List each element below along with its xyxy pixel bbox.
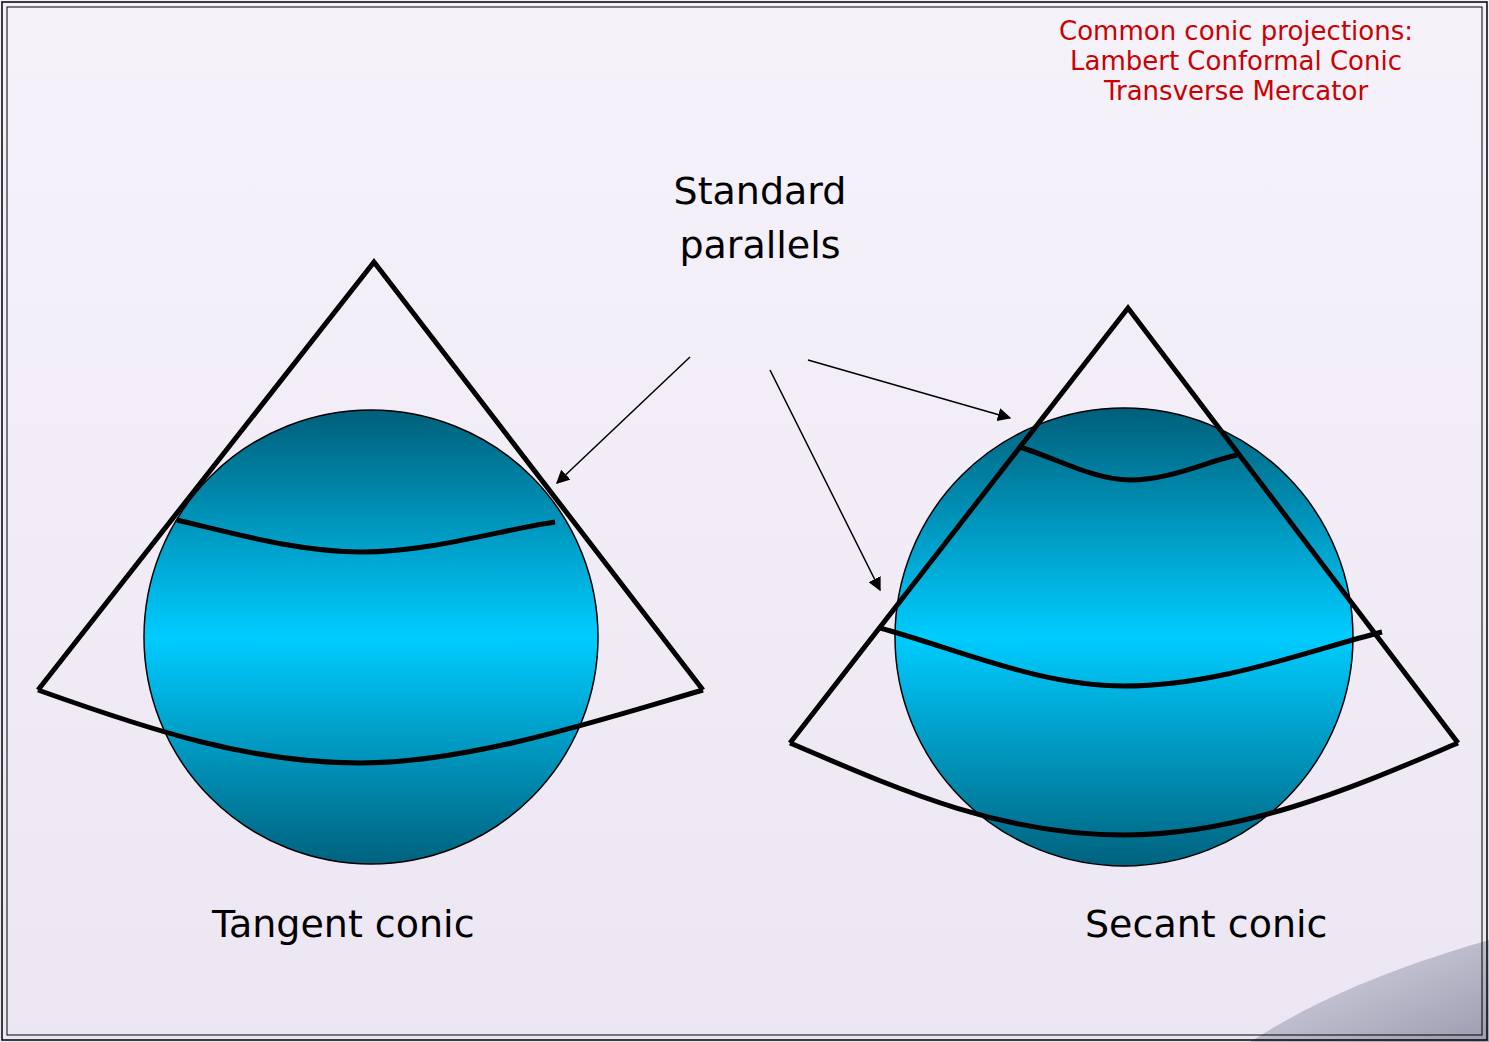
parallel	[1020, 447, 1237, 480]
caption-label: Tangent conic	[212, 897, 475, 951]
note-text: Lambert Conformal Conic	[1070, 46, 1402, 76]
note-text: Common conic projections:	[1059, 16, 1413, 46]
globe	[895, 408, 1353, 866]
callout-label: Standard parallels	[640, 164, 880, 272]
leader-arrow	[557, 357, 690, 483]
caption-label: Secant conic	[1085, 897, 1327, 951]
cone-base	[38, 690, 703, 763]
cone	[38, 262, 703, 690]
cone	[790, 308, 1458, 743]
note-text: Transverse Mercator	[1104, 76, 1368, 106]
parallel	[880, 628, 1382, 686]
leader-arrow	[770, 370, 880, 590]
frame	[7, 7, 1482, 1035]
leader-arrow	[808, 360, 1010, 418]
decor-swoosh	[1250, 940, 1489, 1042]
cone-base	[790, 743, 1458, 835]
parallel	[177, 520, 555, 552]
globe	[144, 410, 598, 864]
